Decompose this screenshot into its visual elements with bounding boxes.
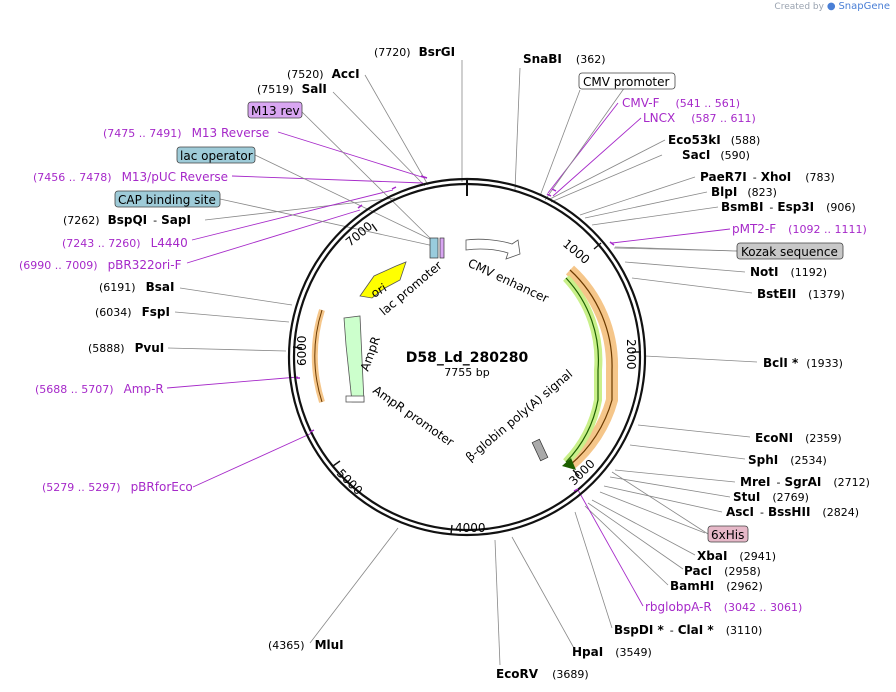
snapgene-brand: Created by ● SnapGene bbox=[774, 1, 890, 12]
snapgene-logo-icon: ● bbox=[826, 1, 836, 12]
enzyme-stui: StuI(2769) bbox=[733, 490, 809, 504]
enzyme-bsteii: BstEII(1379) bbox=[757, 287, 845, 301]
feature-graphics bbox=[311, 237, 619, 470]
enzyme-pvui: (5888)PvuI bbox=[88, 341, 164, 355]
kozak-box-label: Kozak sequence bbox=[741, 245, 838, 259]
ampr-promoter-box bbox=[345, 395, 365, 403]
enzyme-asci-bsshii: AscI-BssHII(2824) bbox=[726, 505, 859, 519]
m13-rev-box-label: M13 rev bbox=[251, 104, 300, 118]
enzyme-paer7i-xhoi: PaeR7I-XhoI(783) bbox=[700, 170, 835, 184]
enzyme-eco53ki: Eco53kI(588) bbox=[668, 133, 760, 147]
enzyme-mrei-sgrai: MreI-SgrAI(2712) bbox=[740, 475, 870, 489]
primer-cmv-f: CMV-F(541 .. 561) bbox=[622, 96, 740, 110]
enzyme-acci: (7520)AccI bbox=[287, 67, 360, 81]
enzyme-bsrgi: (7720)BsrGI bbox=[374, 45, 455, 59]
enzyme-fspi: (6034)FspI bbox=[95, 305, 170, 319]
tick-4000: 4000 bbox=[455, 521, 486, 535]
enzyme-sali: (7519)SalI bbox=[257, 82, 327, 96]
orange-orf-arc bbox=[565, 265, 619, 470]
enzyme-hpai: HpaI(3549) bbox=[572, 645, 652, 659]
tick-2000: 2000 bbox=[624, 339, 638, 370]
cmv-promoter-box-label: CMV promoter bbox=[583, 75, 670, 89]
enzyme-bspqi-sapi: (7262)BspQI-SapI bbox=[63, 213, 191, 227]
position-ticks bbox=[292, 223, 641, 535]
primer-lines bbox=[166, 102, 731, 607]
boxed-features: M13 rev lac operator CAP binding site CM… bbox=[114, 72, 844, 543]
primer-pbrforeco: (5279 .. 5297)pBRforEco bbox=[42, 480, 193, 494]
primer-rbglobpa-r: rbglobpA-R(3042 .. 3061) bbox=[645, 600, 802, 614]
enzyme-noti: NotI(1192) bbox=[750, 265, 827, 279]
enzyme-ecorv: EcoRV(3689) bbox=[496, 667, 589, 681]
lac-operator-box-label: lac operator bbox=[180, 149, 253, 163]
green-orf-arrowhead bbox=[562, 458, 576, 470]
his-tag-box-label: 6xHis bbox=[711, 528, 744, 542]
enzyme-bspdi-clai: BspDI *-ClaI *(3110) bbox=[614, 623, 762, 637]
lac-promoter-label: lac promoter bbox=[377, 258, 445, 318]
enzyme-labels: (7720)BsrGI SnaBI(362) (7520)AccI (7519)… bbox=[63, 45, 870, 681]
globin-box bbox=[531, 438, 549, 462]
enzyme-blpi: BlpI(823) bbox=[711, 185, 777, 199]
enzyme-mlui: (4365)MluI bbox=[268, 638, 344, 652]
primer-pmt2-f: pMT2-F(1092 .. 1111) bbox=[732, 222, 867, 236]
enzyme-snabi: SnaBI(362) bbox=[523, 52, 606, 66]
primer-lncx: LNCX(587 .. 611) bbox=[643, 111, 756, 125]
enzyme-econi: EcoNI(2359) bbox=[755, 431, 842, 445]
ori-arrow bbox=[359, 261, 407, 299]
primer-m13-puc-reverse: (7456 .. 7478)M13/pUC Reverse bbox=[33, 170, 228, 184]
brand-name: SnapGene bbox=[838, 1, 890, 12]
m13-marker-box bbox=[439, 237, 445, 259]
primer-l4440: (7243 .. 7260)L4440 bbox=[62, 236, 188, 250]
cmv-enhancer-label: CMV enhancer bbox=[466, 256, 551, 306]
primer-markers bbox=[296, 175, 615, 492]
plasmid-name: D58_Ld_280280 bbox=[406, 350, 529, 366]
globin-signal-label: β-globin poly(A) signal bbox=[463, 367, 575, 464]
cap-site-box-label: CAP binding site bbox=[118, 193, 216, 207]
box-lines bbox=[219, 86, 739, 535]
connector-lines bbox=[167, 60, 758, 666]
enzyme-bamhi: BamHI(2962) bbox=[670, 579, 763, 593]
lac-operator-box bbox=[429, 237, 439, 259]
primer-amp-r: (5688 .. 5707)Amp-R bbox=[35, 382, 164, 396]
enzyme-sphi: SphI(2534) bbox=[748, 453, 827, 467]
brand-prefix: Created by bbox=[774, 2, 824, 12]
cmv-enhancer-arrow bbox=[465, 238, 521, 260]
tick-6000: 6000 bbox=[295, 335, 309, 366]
enzyme-bsai: (6191)BsaI bbox=[99, 280, 174, 294]
enzyme-paci: PacI(2958) bbox=[684, 564, 761, 578]
ori-label: ori bbox=[369, 281, 390, 301]
plasmid-backbone bbox=[287, 177, 647, 537]
primer-m13-reverse: (7475 .. 7491)M13 Reverse bbox=[103, 126, 269, 140]
primer-pbr322ori-f: (6990 .. 7009)pBR322ori-F bbox=[19, 258, 182, 272]
ampr-promoter-label: AmpR promoter bbox=[370, 383, 456, 449]
primer-labels: (7475 .. 7491)M13 Reverse (7456 .. 7478)… bbox=[19, 96, 867, 614]
enzyme-bcli: BclI *(1933) bbox=[763, 356, 843, 370]
plasmid-size: 7755 bp bbox=[444, 366, 489, 379]
enzyme-saci: SacI(590) bbox=[682, 148, 750, 162]
enzyme-xbai: XbaI(2941) bbox=[697, 549, 776, 563]
enzyme-bsmbi-esp3i: BsmBI-Esp3I(906) bbox=[721, 200, 856, 214]
tick-1000: 1000 bbox=[560, 237, 592, 267]
